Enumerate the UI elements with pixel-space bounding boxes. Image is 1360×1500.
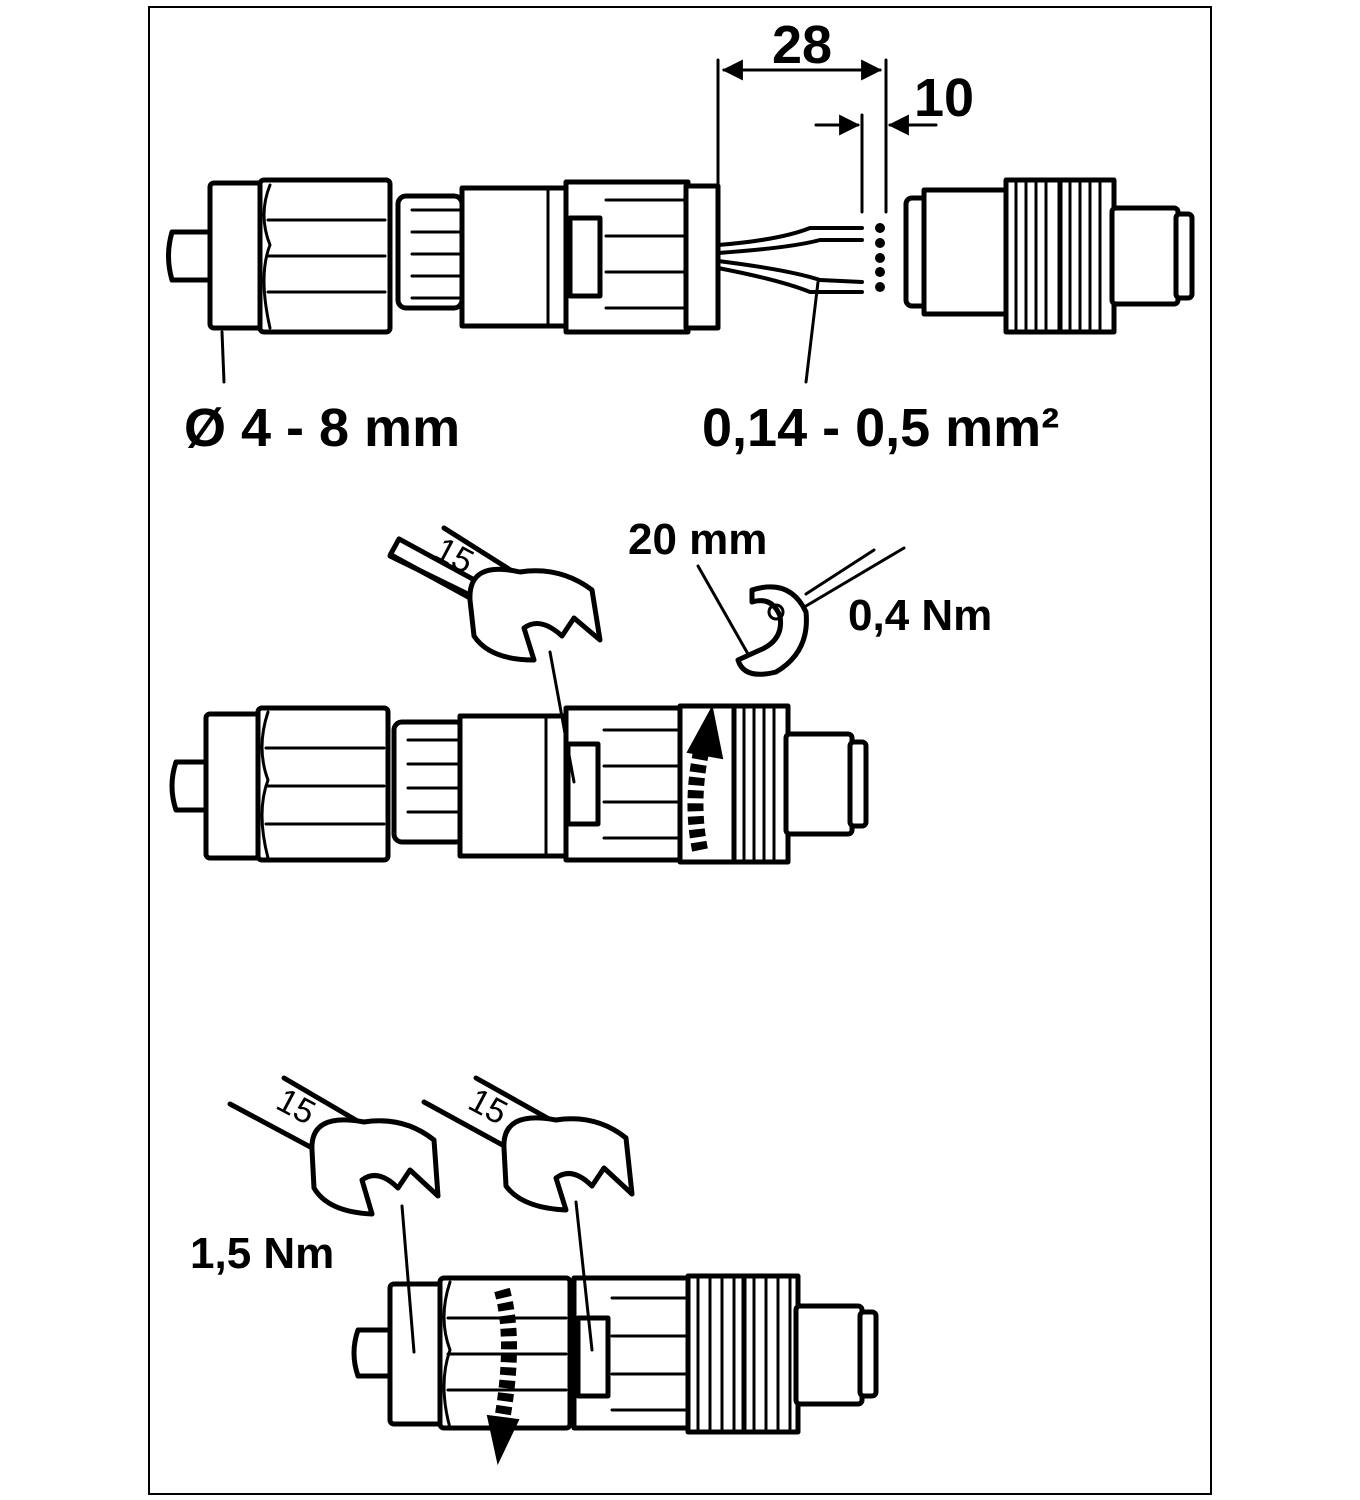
diagram-frame [148, 6, 1212, 1495]
step3-wrench-left: 15 [227, 1075, 441, 1217]
tighten-torque-label: 1,5 Nm [190, 1229, 334, 1278]
cable-diameter-label: Ø 4 - 8 mm [184, 398, 460, 458]
step1-exploded-connector [166, 177, 1195, 335]
pin-torque-label: 0,4 Nm [848, 591, 992, 640]
tool-length-label: 20 mm [628, 515, 767, 564]
step3-wrench-right: 15 [421, 1075, 635, 1213]
dim-strip-label: 10 [914, 68, 974, 128]
wire-cross-section-label: 0,14 - 0,5 mm² [702, 398, 1059, 458]
step2-connector-assembled [169, 650, 869, 865]
wrench-left-size-label: 15 [270, 1081, 321, 1132]
step2-wrench: 15 [387, 525, 603, 663]
step3-connector-final [351, 1200, 879, 1466]
step2-pin-tool [696, 546, 906, 677]
dim-total-label: 28 [772, 15, 832, 75]
step1-dimensions [220, 58, 938, 384]
